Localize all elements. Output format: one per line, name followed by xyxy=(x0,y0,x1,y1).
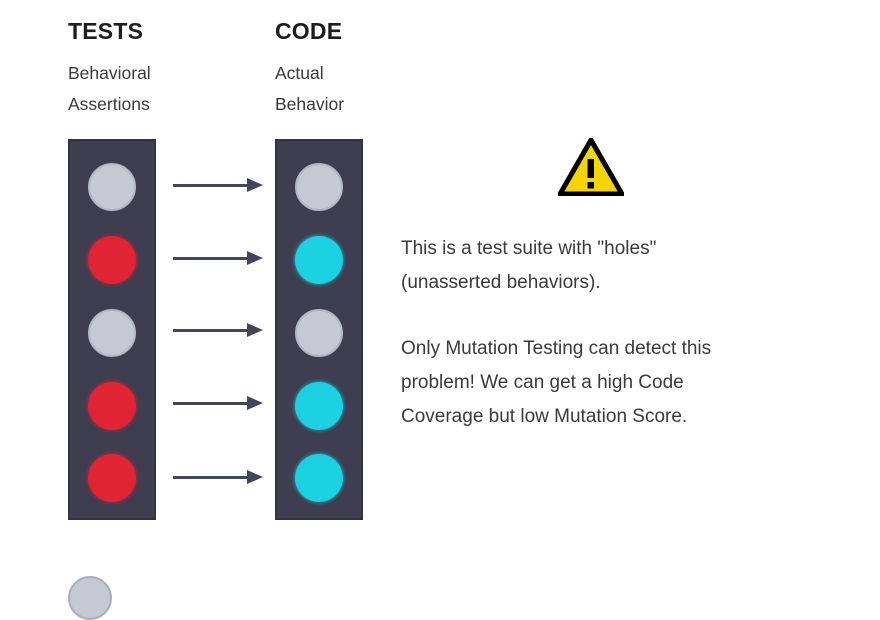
mapping-arrow-2 xyxy=(173,250,263,266)
arrow-head-icon xyxy=(247,396,263,410)
code-dot-1 xyxy=(295,163,343,211)
arrow-shaft xyxy=(173,329,247,332)
arrow-shaft xyxy=(173,257,247,260)
tests-dot-2 xyxy=(88,236,136,284)
arrow-shaft xyxy=(173,476,247,479)
tests-dot-3 xyxy=(88,309,136,357)
arrow-head-icon xyxy=(247,470,263,484)
mapping-arrow-4 xyxy=(173,395,263,411)
tests-dot-5 xyxy=(88,454,136,502)
mapping-arrow-5 xyxy=(173,469,263,485)
tests-bar xyxy=(68,139,156,520)
code-column-title: CODE xyxy=(275,18,343,44)
note-paragraph-holes: This is a test suite with "holes" (unass… xyxy=(401,238,657,293)
code-dot-5 xyxy=(295,454,343,502)
note-paragraph-mutation-testing: Only Mutation Testing can detect this pr… xyxy=(401,338,712,427)
legend xyxy=(68,576,136,620)
legend-gray-dot xyxy=(68,576,112,620)
warning-triangle-icon xyxy=(558,138,624,196)
code-dot-2 xyxy=(295,236,343,284)
arrow-shaft xyxy=(173,402,247,405)
tests-column-title: TESTS xyxy=(68,18,144,44)
arrow-head-icon xyxy=(247,178,263,192)
code-dot-3 xyxy=(295,309,343,357)
tests-dot-1 xyxy=(88,163,136,211)
mapping-arrow-3 xyxy=(173,322,263,338)
code-column-subtitle: Actual Behavior xyxy=(275,63,345,115)
arrow-head-icon xyxy=(247,251,263,265)
arrow-shaft xyxy=(173,184,247,187)
tests-dot-4 xyxy=(88,382,136,430)
code-dot-4 xyxy=(295,382,343,430)
mapping-arrow-1 xyxy=(173,177,263,193)
arrow-head-icon xyxy=(247,323,263,337)
tests-column-subtitle: Behavioral Assertions xyxy=(68,63,151,115)
code-bar xyxy=(275,139,363,520)
